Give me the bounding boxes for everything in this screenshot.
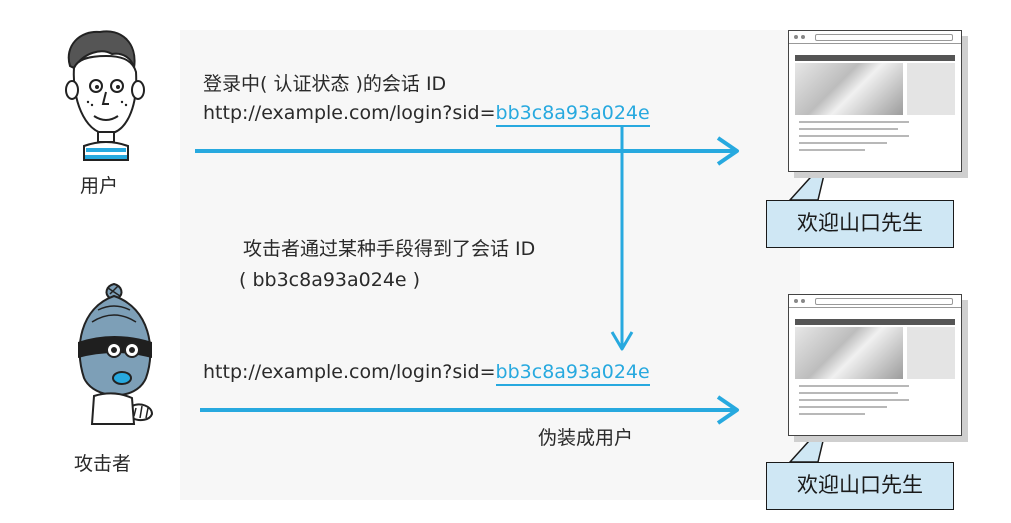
browser-address-bar (789, 295, 961, 308)
browser-window-top (788, 30, 962, 172)
background-band (180, 30, 800, 500)
attacker-request-arrow (200, 395, 739, 425)
browser-address-bar (789, 31, 961, 44)
impersonate-caption: 伪装成用户 (538, 427, 634, 449)
user-url-prefix: http://example.com/login?sid= (203, 102, 496, 124)
user-label: 用户 (80, 175, 119, 197)
attacker-url-prefix: http://example.com/login?sid= (203, 361, 496, 383)
welcome-bubble-top: 欢迎山口先生 (766, 200, 954, 248)
attacker-session-id: bb3c8a93a024e (495, 361, 650, 386)
user-message-line1: 登录中( 认证状态 )的会话 ID (203, 73, 447, 95)
attacker-url: http://example.com/login?sid=bb3c8a93a02… (203, 360, 650, 386)
attack-line1: 攻击者通过某种手段得到了会话 ID (243, 238, 536, 260)
user-request-arrow (195, 136, 739, 166)
welcome-bubble-bottom: 欢迎山口先生 (766, 462, 954, 510)
website-hero-image (795, 327, 903, 379)
user-url: http://example.com/login?sid=bb3c8a93a02… (203, 101, 650, 127)
website-hero-image (795, 63, 903, 115)
attacker-label: 攻击者 (74, 453, 132, 475)
session-leak-arrow (610, 127, 634, 351)
attack-line2: ( bb3c8a93a024e ) (239, 269, 421, 291)
user-avatar-icon (65, 30, 145, 161)
user-session-id: bb3c8a93a024e (495, 102, 650, 127)
browser-window-bottom (788, 294, 962, 436)
attacker-avatar-icon (78, 282, 154, 425)
